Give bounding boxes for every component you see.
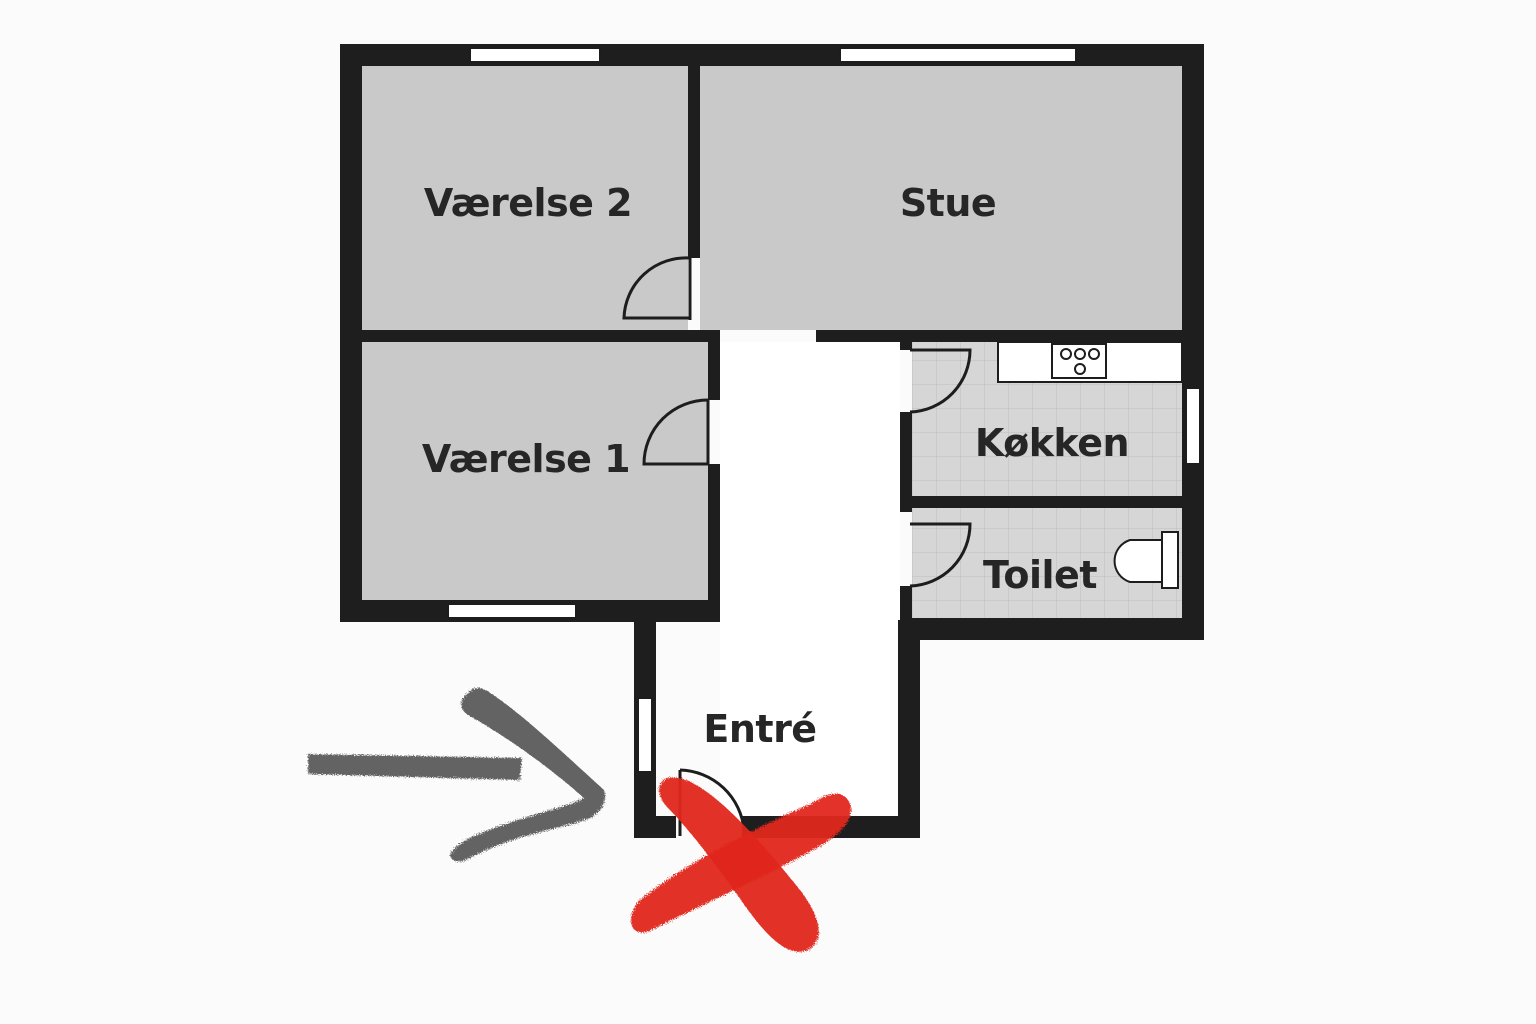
stove-icon [1051, 343, 1107, 379]
room-floor-stue [700, 66, 1182, 330]
door-vaerelse-2 [622, 256, 692, 320]
room-label-entre: Entré [703, 707, 816, 751]
window-vaerelse-2 [469, 47, 601, 63]
room-label-vaerelse-1: Værelse 1 [422, 437, 630, 481]
door-vaerelse-1 [642, 398, 710, 466]
entry-arrow [308, 688, 606, 862]
room-floor-entre [720, 342, 900, 816]
red-cross-mark [630, 777, 852, 952]
window-stue [839, 47, 1077, 63]
window-entre [637, 697, 653, 773]
door-kokken [909, 348, 972, 414]
room-label-vaerelse-2: Værelse 2 [424, 181, 632, 225]
toilet-icon [1113, 531, 1179, 589]
room-label-stue: Stue [900, 181, 996, 225]
room-label-kokken: Køkken [975, 421, 1129, 465]
window-kokken [1185, 387, 1201, 465]
window-vaerelse-1 [447, 603, 577, 619]
walls [340, 44, 1204, 838]
door-toilet [909, 522, 972, 588]
room-floor-vaerelse-1 [362, 342, 708, 600]
room-label-toilet: Toilet [983, 553, 1097, 597]
